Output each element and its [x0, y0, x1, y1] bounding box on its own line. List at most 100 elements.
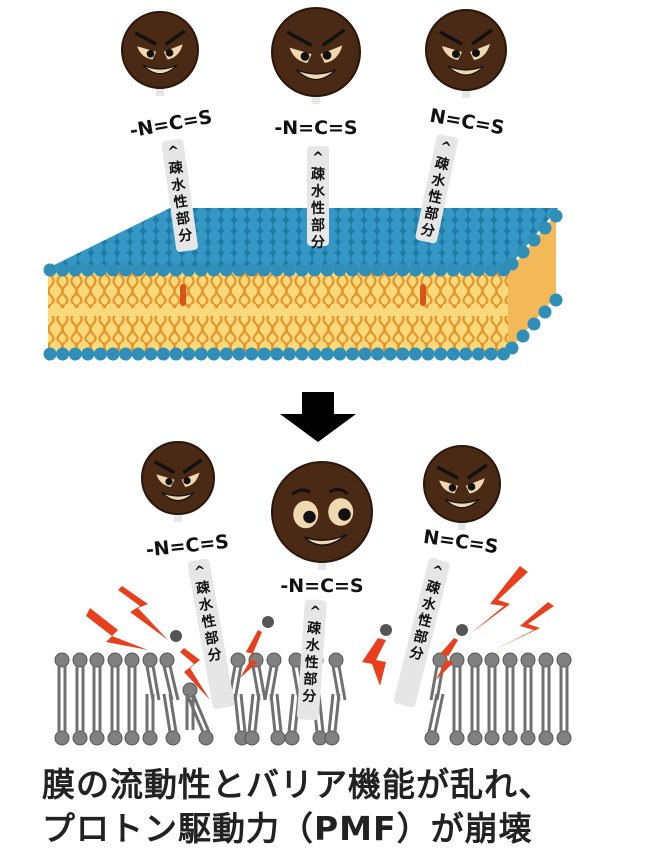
tail-label-char: 疎 — [195, 578, 213, 597]
phosphate-head — [257, 263, 271, 277]
phosphate-head — [219, 263, 233, 277]
phospholipid — [538, 652, 554, 746]
phospholipid — [244, 652, 267, 746]
phosphate-head — [333, 263, 347, 277]
connector — [174, 512, 182, 522]
connector — [458, 520, 466, 530]
phospholipid — [54, 652, 70, 746]
lipid-tail — [429, 665, 439, 701]
phosphate-head — [505, 341, 519, 355]
tail-label-char: ^ — [429, 562, 444, 580]
pupil — [452, 50, 460, 58]
disrupted-bilayer — [54, 616, 572, 746]
phosphate-head — [156, 263, 170, 277]
phosphate-head — [194, 263, 208, 277]
lipid-head — [230, 652, 246, 668]
lipid-head — [107, 652, 123, 668]
lipid-head — [270, 730, 286, 746]
phosphate-head — [358, 263, 372, 277]
phospholipid — [107, 652, 123, 746]
phosphate-head — [459, 347, 473, 361]
lipid-head — [449, 730, 465, 746]
phosphate-head — [93, 263, 107, 277]
lightning-icon — [180, 648, 210, 700]
lipid-tail — [162, 693, 172, 733]
phospholipid — [182, 682, 214, 746]
phospholipid — [142, 652, 161, 746]
phospholipid — [502, 652, 518, 746]
tail-label-char: 疎 — [424, 578, 443, 598]
phosphate-head — [131, 263, 145, 277]
lightning-icon — [362, 638, 386, 686]
phosphate-head — [408, 263, 422, 277]
phosphate-head — [434, 347, 448, 361]
phospholipid — [467, 652, 483, 746]
lipid-head — [484, 652, 500, 668]
membrane-midline — [48, 308, 508, 316]
phosphate-head — [527, 317, 541, 331]
mouth — [161, 491, 195, 502]
mouth — [295, 69, 337, 81]
lightning-icon — [86, 608, 148, 650]
mouth — [444, 498, 480, 509]
lipid-head — [266, 652, 282, 668]
phosphate-head — [257, 347, 271, 361]
pupil — [146, 50, 155, 58]
tail-label-char: ^ — [312, 150, 324, 166]
lipid-head — [165, 730, 181, 746]
lipid-head — [556, 730, 572, 746]
lipid-tail — [287, 693, 295, 733]
caption-line-1: 膜の流動性とバリア機能が乱れ、 — [42, 765, 553, 804]
tail-label-char: 性 — [426, 187, 443, 207]
lightning-icon — [118, 586, 168, 640]
phospholipid — [72, 652, 88, 746]
lipid-tail — [337, 665, 347, 701]
phospholipid — [556, 652, 572, 746]
phosphate-head — [144, 263, 158, 277]
lipid-head — [54, 730, 70, 746]
tail-label-char: 性 — [416, 611, 434, 631]
phosphate-head — [270, 263, 284, 277]
phosphate-head — [446, 263, 460, 277]
lipid-tail — [327, 693, 335, 733]
tail-label-char: 性 — [311, 200, 325, 217]
phosphate-head — [81, 347, 95, 361]
head-row-bottom — [43, 293, 563, 361]
eyebrow — [164, 29, 186, 46]
lipid-head — [198, 730, 214, 746]
lipid-tail — [168, 665, 180, 701]
eyebrow — [436, 465, 460, 480]
tail-label-char: ^ — [167, 143, 181, 160]
phosphate-head — [320, 263, 334, 277]
lipid-tail — [433, 693, 445, 733]
tail-label-char: 水 — [305, 636, 321, 654]
connector — [318, 560, 326, 570]
phosphate-head — [93, 347, 107, 361]
phosphate-head — [484, 347, 498, 361]
tail-bar — [393, 558, 450, 708]
eyebrow — [470, 28, 494, 46]
phosphate-head — [144, 347, 158, 361]
phosphate-head — [308, 263, 322, 277]
phosphate-head — [270, 347, 284, 361]
phosphate-head — [119, 263, 133, 277]
lipid-head — [159, 652, 175, 668]
lipid-head — [538, 730, 554, 746]
phosphate-head — [106, 263, 120, 277]
phospholipid — [449, 652, 465, 746]
functional-group-label: -N=C=S — [274, 117, 357, 139]
membrane-3d — [43, 208, 563, 361]
phosphate-head — [421, 263, 435, 277]
lipid-head — [467, 730, 483, 746]
phosphate-head — [232, 347, 246, 361]
lipid-tail — [233, 693, 241, 733]
lipid-tail — [247, 693, 255, 733]
eyebrow — [321, 28, 346, 47]
phosphate-head — [538, 221, 552, 235]
